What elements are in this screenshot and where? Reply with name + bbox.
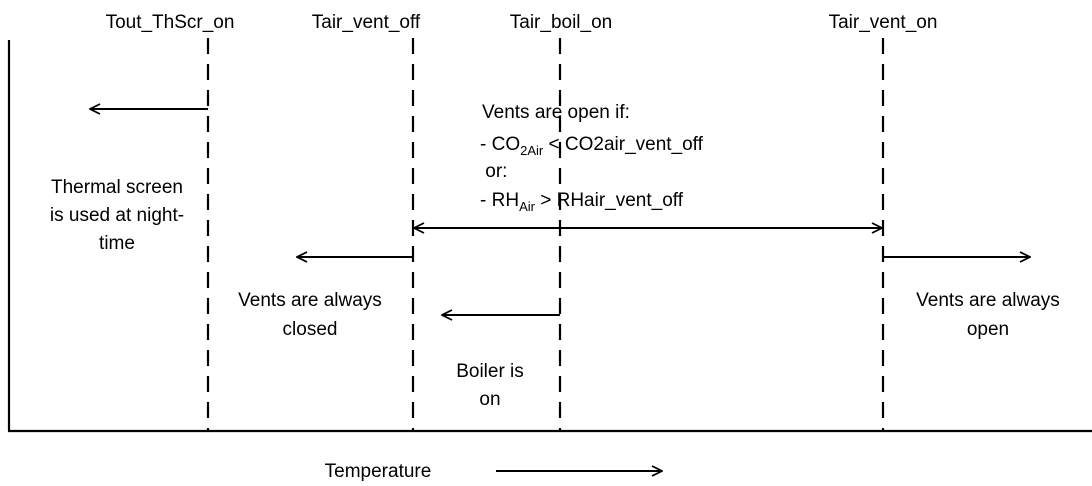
vents-closed-line1: Vents are always: [238, 290, 382, 311]
thermal-screen-line2: is used at night-: [50, 205, 184, 226]
thermal-screen-text: Thermal screen is used at night- time: [50, 177, 184, 254]
label-tair-vent-on: Tair_vent_on: [829, 12, 938, 33]
boiler-text: Boiler is on: [456, 361, 524, 410]
vents-open-heading: Vents are open if:: [482, 102, 630, 123]
vents-open-co2-condition: - CO2Air < CO2air_vent_off: [480, 134, 704, 158]
boiler-line2: on: [479, 389, 500, 410]
x-axis-label: Temperature: [325, 461, 432, 482]
thermal-screen-line3: time: [99, 233, 135, 254]
vents-always-open-line2: open: [967, 319, 1009, 340]
vents-open-rh-condition: - RHAir > RHair_vent_off: [480, 190, 684, 214]
boiler-line1: Boiler is: [456, 361, 524, 382]
label-tair-vent-off: Tair_vent_off: [312, 12, 421, 33]
vents-open-or: or:: [480, 161, 507, 182]
vents-always-open-text: Vents are always open: [916, 290, 1060, 340]
label-tout-thscr-on: Tout_ThScr_on: [106, 12, 235, 33]
vents-always-open-line1: Vents are always: [916, 290, 1060, 311]
vents-open-condition-text: Vents are open if: - CO2Air < CO2air_ven…: [480, 102, 704, 214]
thermal-screen-line1: Thermal screen: [51, 177, 183, 198]
label-tair-boil-on: Tair_boil_on: [510, 12, 612, 33]
vents-closed-line2: closed: [283, 319, 338, 340]
vents-closed-text: Vents are always closed: [238, 290, 382, 340]
